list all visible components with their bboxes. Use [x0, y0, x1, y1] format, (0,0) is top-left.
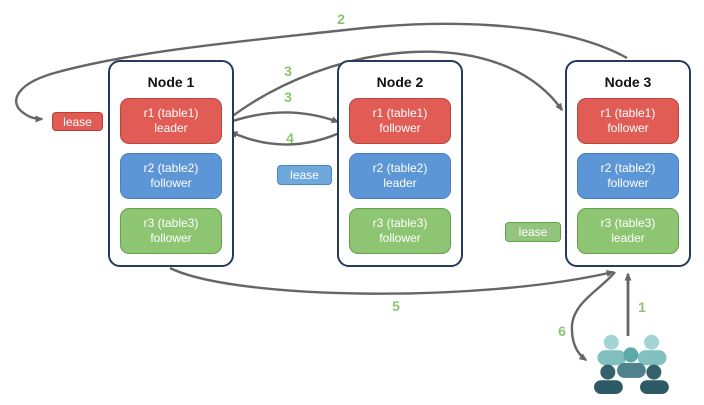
step-label-1: 1	[638, 299, 646, 315]
node3-r3-leader: r3 (table3) leader	[577, 208, 679, 254]
step-label-3a: 3	[284, 63, 292, 79]
lease-tag-table2: lease	[277, 165, 332, 185]
step-label-2: 2	[337, 11, 345, 27]
arrow-4-node2-to-node1	[229, 128, 347, 146]
users-icon	[594, 334, 669, 394]
node-3-title: Node 3	[604, 74, 652, 90]
node2-r1-follower: r1 (table1) follower	[349, 98, 451, 144]
step-label-3b: 3	[284, 89, 292, 105]
arrow-6-node3-to-users	[570, 271, 616, 361]
node-2-title: Node 2	[376, 74, 424, 90]
node1-r3-follower: r3 (table3) follower	[120, 208, 222, 254]
arrow-3-node1-to-node3	[225, 50, 563, 122]
step-label-5: 5	[392, 298, 400, 314]
node3-r1-follower: r1 (table1) follower	[577, 98, 679, 144]
node-3: Node 3 r1 (table1) follower r2 (table2) …	[565, 60, 691, 267]
node-2: Node 2 r1 (table1) follower r2 (table2) …	[337, 60, 463, 267]
node1-r1-leader: r1 (table1) leader	[120, 98, 222, 144]
node-1-title: Node 1	[147, 74, 195, 90]
lease-tag-table3: lease	[505, 222, 561, 242]
step-label-4: 4	[286, 130, 294, 146]
node-1: Node 1 r1 (table1) leader r2 (table2) fo…	[108, 60, 234, 267]
lease-tag-table1: lease	[52, 112, 103, 131]
step-label-6: 6	[558, 323, 566, 339]
node3-r2-follower: r2 (table2) follower	[577, 153, 679, 199]
arrow-5-node1-to-node3	[169, 266, 615, 295]
arrow-3-node1-to-node2	[223, 111, 340, 126]
node2-r3-follower: r3 (table3) follower	[349, 208, 451, 254]
node1-r2-follower: r2 (table2) follower	[120, 153, 222, 199]
node2-r2-leader: r2 (table2) leader	[349, 153, 451, 199]
arrow-2-node3-to-lease1	[15, 22, 628, 123]
